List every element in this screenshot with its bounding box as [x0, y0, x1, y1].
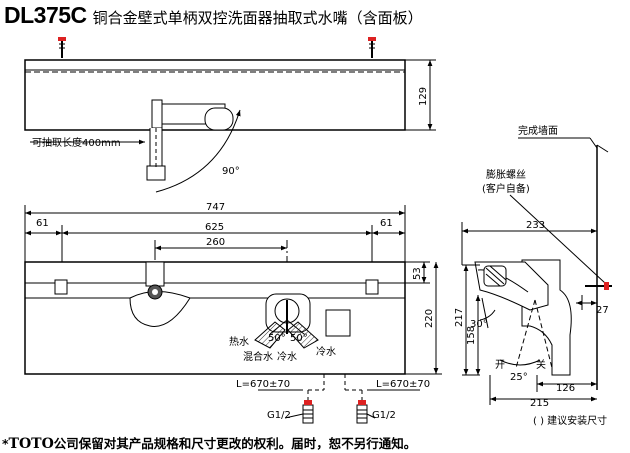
swing-arc [155, 109, 241, 193]
dim-220: 220 [424, 309, 435, 328]
install-note: ( ) 建议安装尺寸 [533, 414, 607, 427]
bolt-label-2: (客户自备) [482, 182, 530, 195]
faucet-side-body [474, 259, 572, 376]
pullout-note: 可抽取长度400mm [32, 136, 121, 149]
thread-right: G1/2 [372, 410, 396, 421]
spout-top-view [146, 99, 234, 181]
wall-screw-right [368, 37, 376, 58]
angle-50-left: 50° [268, 333, 286, 344]
cold-water-label: 冷水 [316, 345, 336, 358]
dim-625: 625 [205, 222, 224, 233]
dim-747: 747 [206, 202, 225, 213]
dim-158: 158 [466, 326, 477, 345]
open-label: 开 [495, 360, 505, 371]
angle-50-right: 50° [290, 333, 308, 344]
hose-right [344, 374, 368, 424]
hose-length-left: L=670±70 [236, 379, 290, 390]
dim-217: 217 [454, 308, 465, 327]
dim-61-right: 61 [380, 218, 393, 229]
dim-61-left: 61 [36, 218, 49, 229]
expansion-bolt [585, 282, 612, 290]
dim-53: 53 [412, 267, 423, 280]
bolt-label-1: 膨胀螺丝 [486, 168, 526, 181]
dim-129: 129 [418, 87, 429, 106]
dim-260: 260 [206, 237, 225, 248]
angle-25: 25° [510, 372, 528, 383]
cold-zone [287, 321, 319, 349]
front-view: 747 61 625 61 260 [24, 202, 442, 424]
mixed-water-label: 混合水 [243, 350, 273, 363]
hot-water-label: 热水 [229, 335, 249, 348]
hose-length-right: L=670±70 [376, 379, 430, 390]
access-cover [325, 309, 351, 337]
brand-name: TOTO [8, 436, 54, 452]
dim-233: 233 [526, 220, 545, 231]
hot-zone [254, 321, 286, 349]
dim-27: 27 [596, 305, 609, 316]
footnote-star: * [2, 436, 9, 451]
cold-water-label-2: 冷水 [277, 350, 297, 363]
wall-label: 完成墙面 [518, 124, 558, 137]
top-view: 90° 可抽取长度400mm 129 [24, 37, 436, 193]
side-view: 完成墙面 膨胀螺丝 (客户自备) 233 开 关 25° [454, 124, 612, 427]
product-description: 铜合金壁式单柄双控洗面器抽取式水嘴（含面板） [92, 9, 423, 27]
drawing-title: DL375C 铜合金壁式单柄双控洗面器抽取式水嘴（含面板） [4, 2, 423, 30]
dim-126: 126 [556, 383, 575, 394]
close-label: 关 [536, 358, 546, 371]
footer-disclaimer: *TOTO公司保留对其产品规格和尺寸更改的权利。届时，恕不另行通知。 [2, 433, 416, 452]
hose-left [302, 374, 325, 424]
dim-215: 215 [530, 398, 549, 409]
wall-screw-left [58, 37, 66, 58]
spout-front [129, 261, 191, 327]
thread-left: G1/2 [267, 410, 291, 421]
swing-angle: 90° [222, 166, 240, 177]
model-number: DL375C [4, 2, 87, 28]
disclaimer-text: 公司保留对其产品规格和尺寸更改的权利。届时，恕不另行通知。 [53, 436, 417, 451]
